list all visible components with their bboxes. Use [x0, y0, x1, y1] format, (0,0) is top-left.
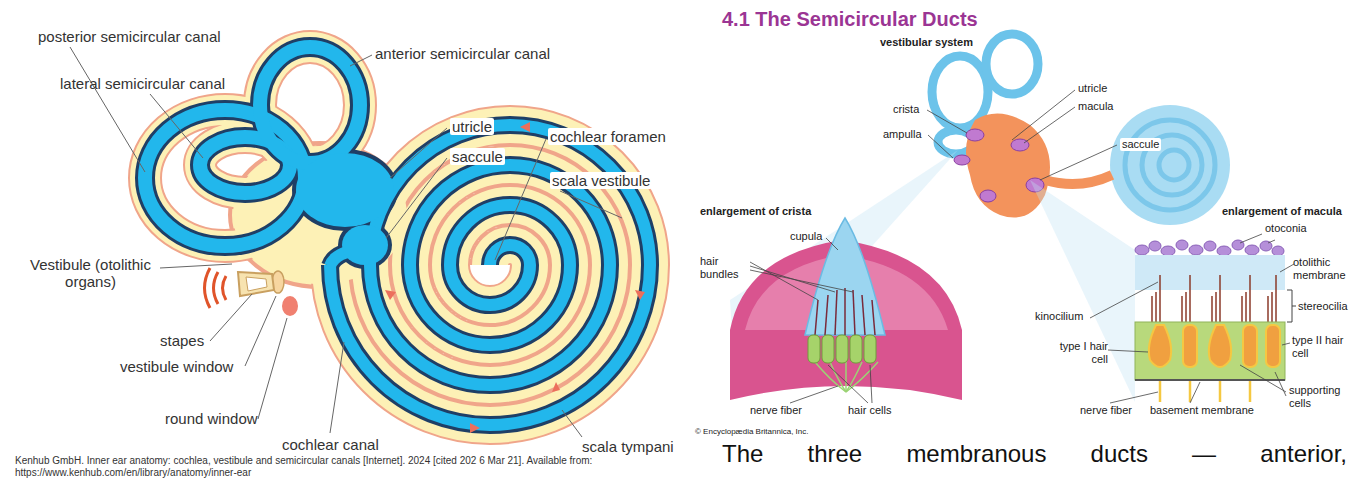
- part-label: vestibule window: [120, 358, 233, 375]
- part-label: utricle: [450, 118, 494, 135]
- part-label: hair cells: [848, 404, 891, 417]
- part-label: kinocilium: [1035, 310, 1083, 323]
- part-label: hair bundles: [700, 255, 748, 280]
- part-label: crista: [893, 103, 919, 116]
- part-label: macula: [1078, 100, 1113, 113]
- part-label: enlargement of crista: [700, 205, 811, 218]
- credit-note: © Encyclopædia Britannica, Inc.: [695, 427, 809, 436]
- part-label: enlargement of macula: [1222, 205, 1342, 218]
- part-label: lateral semicircular canal: [60, 75, 225, 92]
- part-label: basement membrane: [1150, 404, 1254, 417]
- part-label: cochlear foramen: [548, 128, 668, 145]
- part-label: nerve fiber: [1080, 404, 1132, 417]
- part-label: scala tympani: [582, 438, 674, 455]
- part-label: anterior semicircular canal: [375, 45, 550, 62]
- part-label: nerve fiber: [750, 404, 802, 417]
- part-label: cochlear canal: [282, 436, 379, 453]
- part-label: supporting cells: [1289, 384, 1351, 409]
- part-label: otolithic membrane: [1293, 256, 1351, 281]
- part-label: stereocilia: [1298, 300, 1348, 313]
- part-label: saccule: [1120, 138, 1161, 151]
- part-label: posterior semicircular canal: [38, 28, 221, 45]
- part-label: type II hair cell: [1292, 334, 1350, 359]
- part-label: saccule: [450, 148, 505, 165]
- part-label: utricle: [1078, 82, 1107, 95]
- part-label: ampulla: [883, 128, 922, 141]
- part-label: stapes: [160, 332, 204, 349]
- part-label: scala vestibule: [550, 172, 652, 189]
- section-title: 4.1 The Semicircular Ducts: [722, 8, 978, 31]
- part-label: cupula: [790, 230, 822, 243]
- part-label: otoconia: [1265, 222, 1307, 235]
- part-label: vestibular system: [880, 36, 973, 49]
- credit-note: Kenhub GmbH. Inner ear anatomy: cochlea,…: [15, 455, 625, 478]
- part-label: Vestibule (otolithic organs): [18, 256, 163, 291]
- body-text: The three membranous ducts — anterior,: [722, 440, 1347, 468]
- part-label: type I hair cell: [1058, 340, 1108, 365]
- part-label: round window: [165, 410, 258, 427]
